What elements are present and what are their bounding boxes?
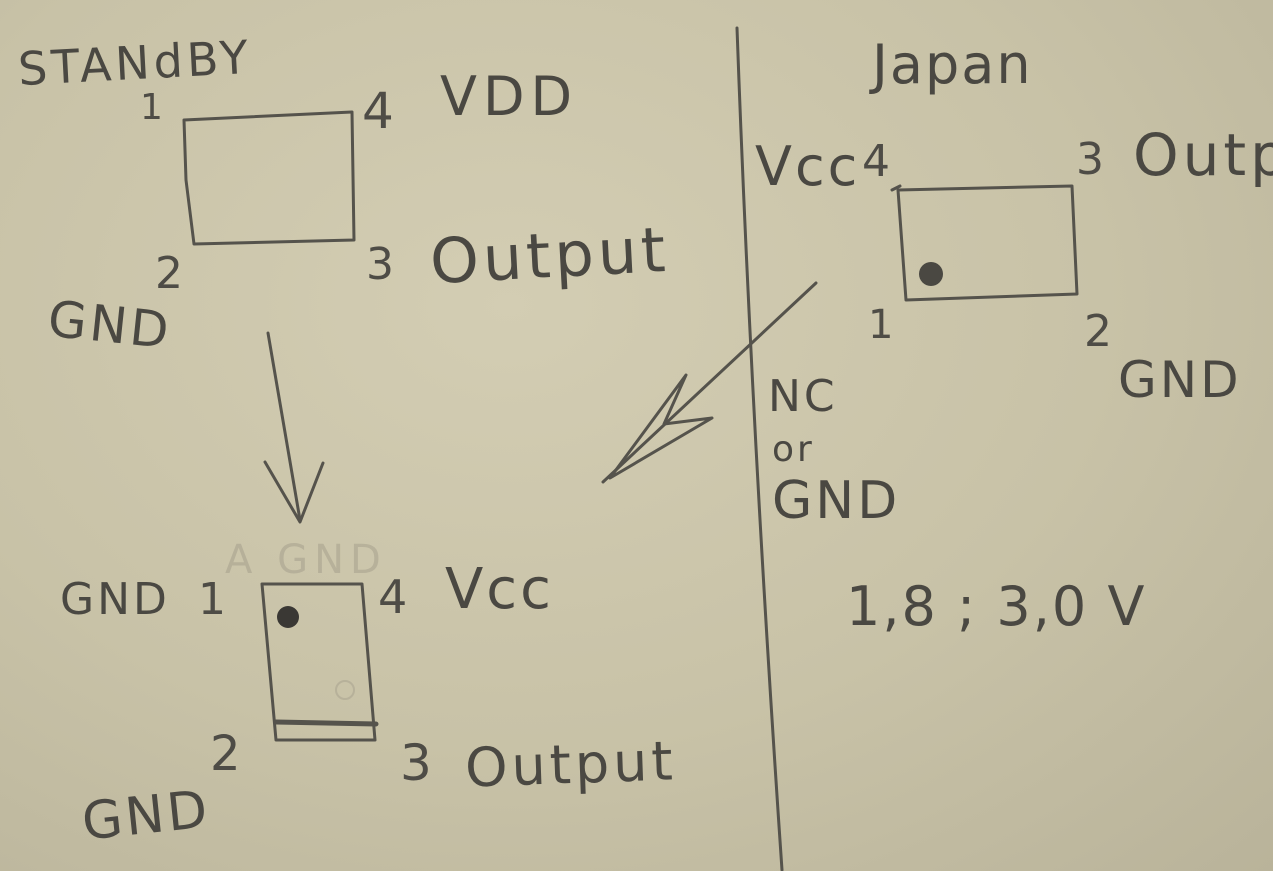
japan-pin4: 4	[862, 136, 893, 187]
standby-bottom-vcc-label: Vcc	[445, 557, 554, 622]
standby-title: STANdBY	[16, 29, 254, 97]
japan-chip-outline	[896, 184, 1079, 302]
down-arrow	[266, 331, 302, 522]
standby-bottom-pin3: 3	[400, 734, 435, 792]
japan-pin4-tick	[890, 184, 902, 192]
standby-bottom-chip-outline	[260, 582, 377, 742]
japan-chip-dot	[919, 262, 943, 286]
standby-bottom-gnd1-label: GND	[60, 574, 170, 625]
japan-output-label: Outp	[1133, 121, 1273, 189]
japan-vcc-label: Vcc	[755, 135, 861, 198]
standby-bottom-chip-dot	[277, 606, 299, 628]
japan-gnd-label: GND	[1118, 351, 1242, 409]
standby-top-output-label: Output	[428, 212, 672, 299]
standby-bottom-pin2: 2	[210, 726, 244, 782]
eraser-smudge	[335, 680, 355, 700]
standby-bottom-output-label: Output	[463, 729, 678, 800]
japan-pin2: 2	[1084, 306, 1115, 357]
diagonal-arrow-head	[608, 373, 714, 480]
standby-bottom-gnd2-label: GND	[79, 779, 214, 853]
standby-bottom-pin1: 1	[198, 574, 229, 625]
standby-top-pin1: 1	[140, 87, 166, 128]
standby-top-vdd-label: VDD	[440, 65, 579, 128]
japan-title: Japan	[872, 33, 1033, 96]
standby-top-chip-outline	[182, 110, 356, 246]
faint-erased-text: A GND	[225, 537, 387, 583]
japan-pin1: 1	[868, 302, 897, 348]
voltage-range-note: 1,8 ; 3,0 V	[846, 575, 1147, 638]
standby-bottom-chip-base	[273, 719, 379, 727]
standby-top-pin4: 4	[362, 82, 397, 140]
standby-top-gnd-label: GND	[45, 289, 175, 361]
japan-nc-label: NC	[768, 371, 838, 422]
diagonal-arrow	[601, 281, 818, 484]
divider-line	[735, 26, 784, 871]
standby-top-pin2: 2	[155, 248, 186, 299]
standby-bottom-pin4: 4	[378, 570, 411, 624]
japan-pin3: 3	[1076, 134, 1107, 185]
standby-top-pin3: 3	[366, 239, 397, 290]
japan-or-label: or	[772, 429, 815, 470]
down-arrow-head	[263, 460, 325, 524]
japan-nc-gnd-label: GND	[772, 471, 901, 531]
